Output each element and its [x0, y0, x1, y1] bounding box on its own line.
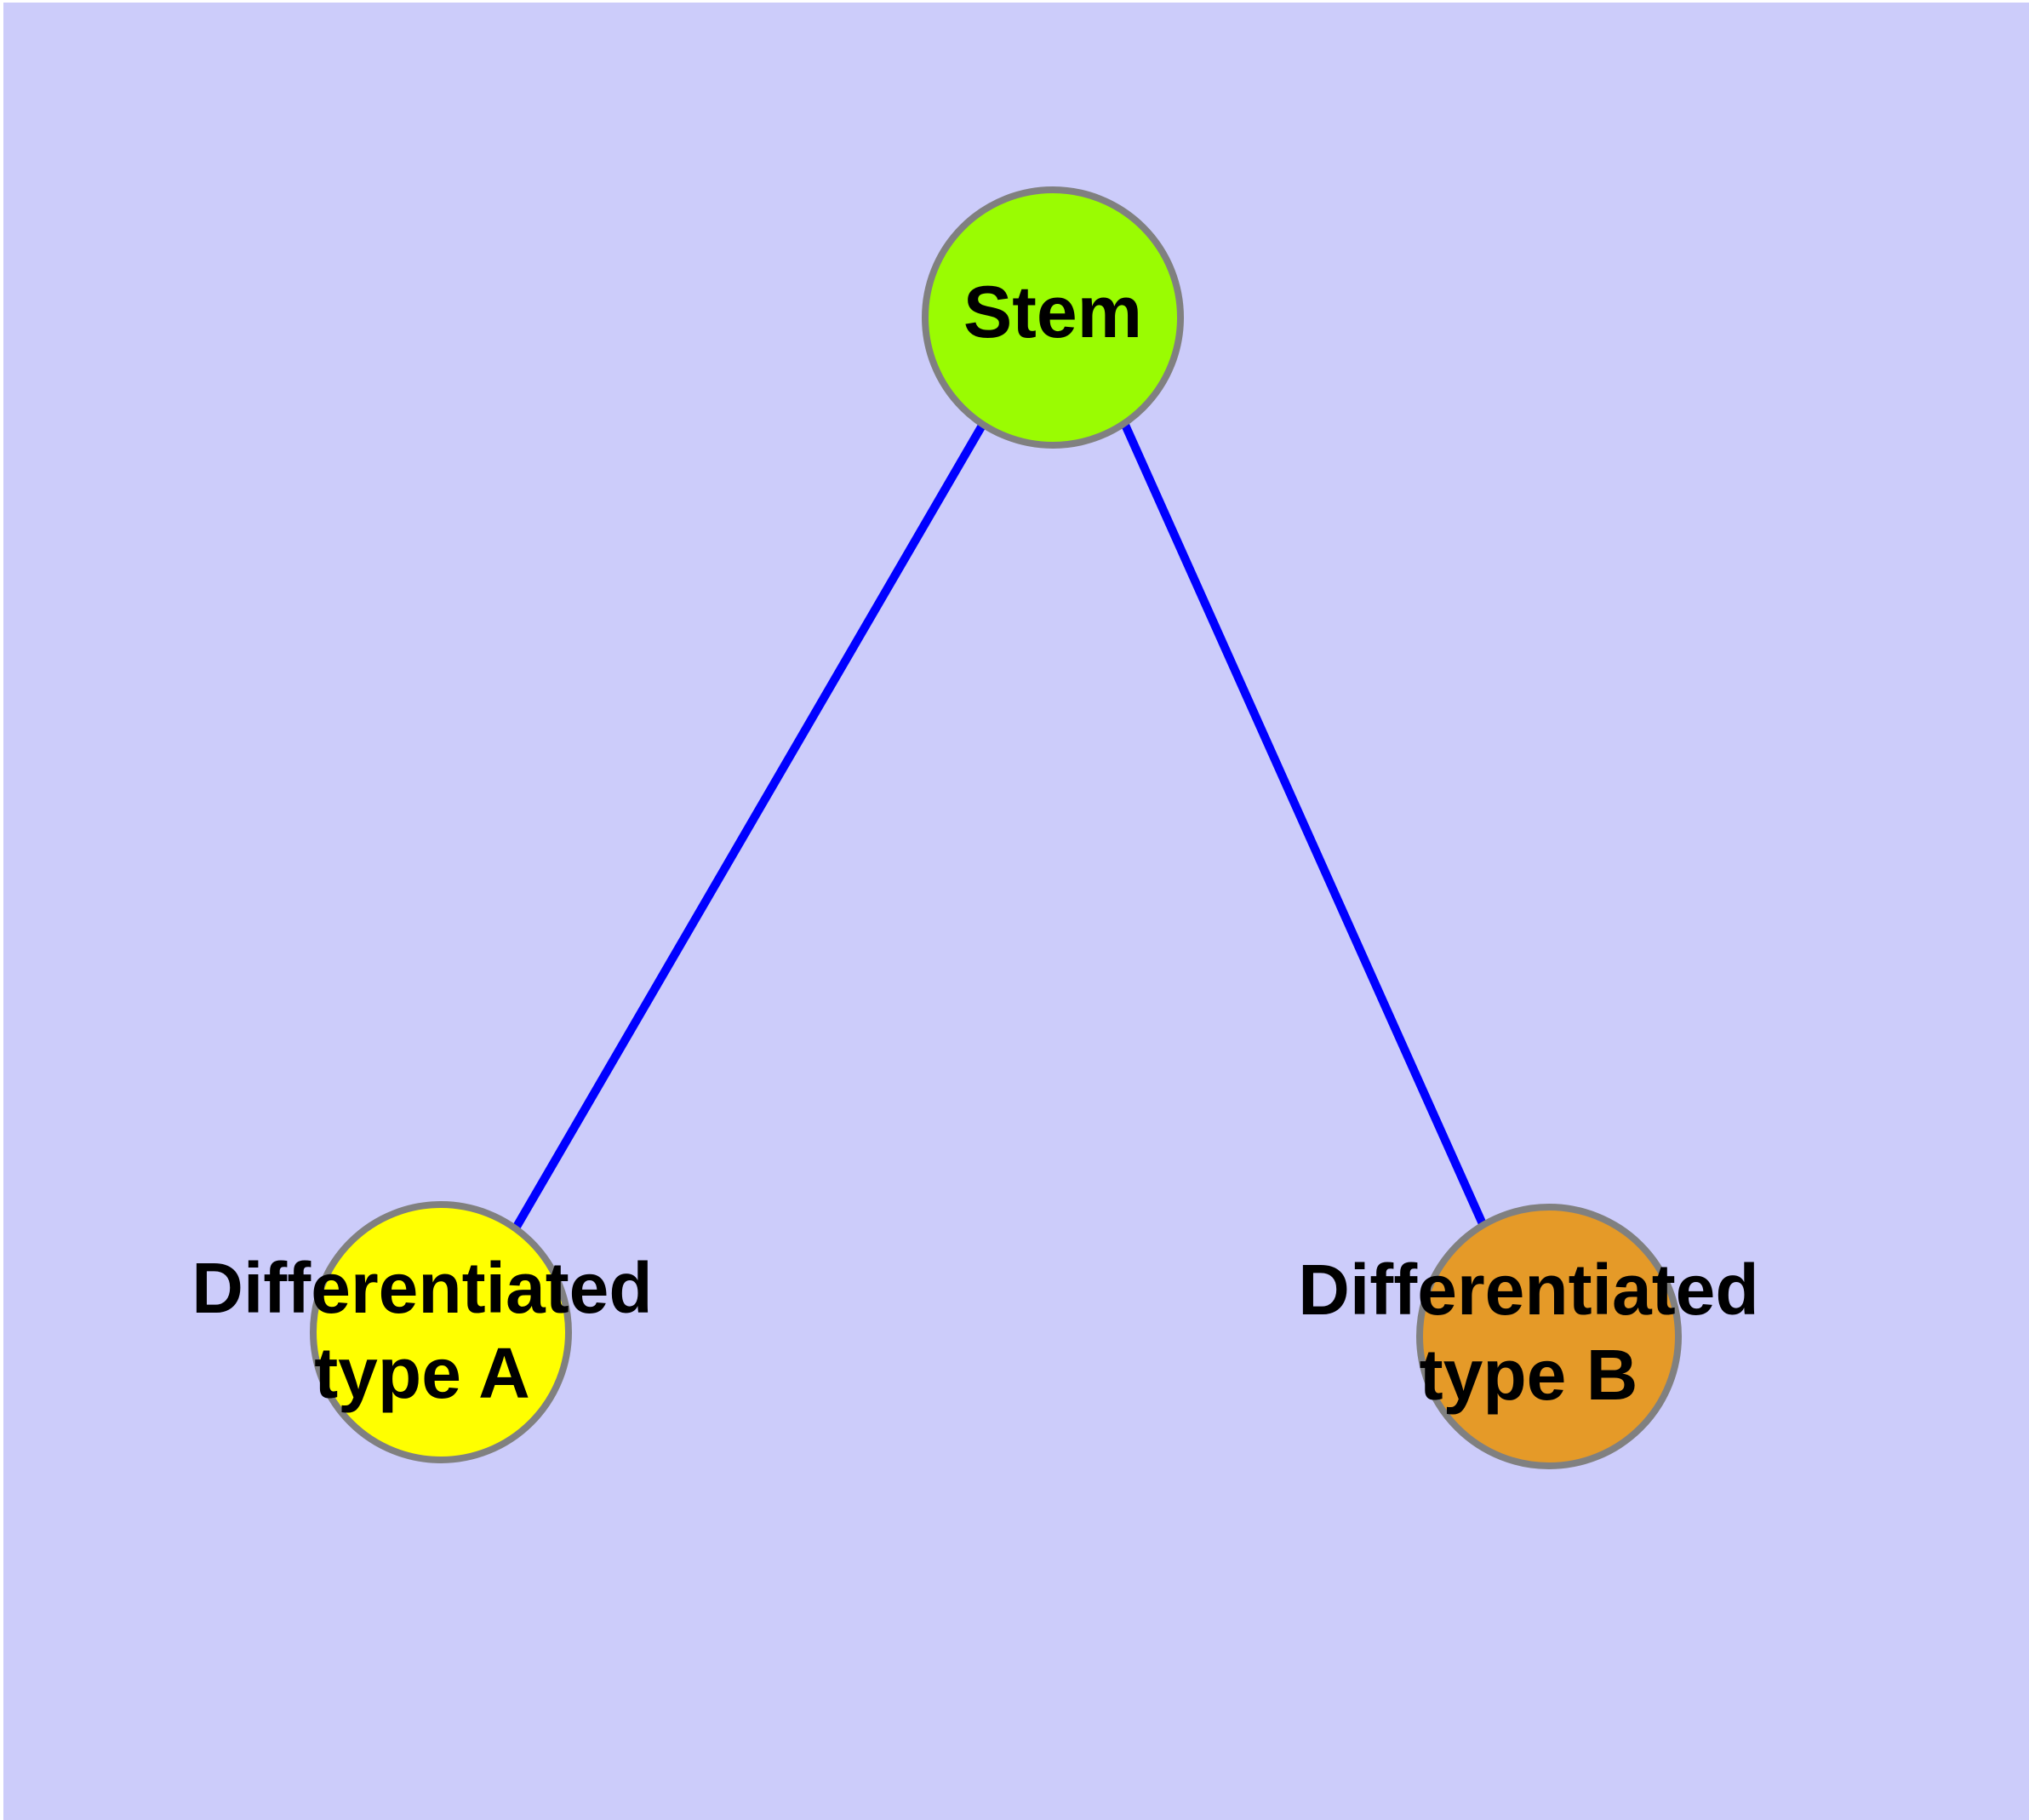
edges-group: [512, 421, 1488, 1229]
node-label-stem: Stem: [963, 272, 1142, 353]
node-label-line: Differentiated: [191, 1248, 652, 1328]
nodes-group: [310, 186, 1682, 1469]
node-label-line: Differentiated: [1298, 1250, 1758, 1330]
node-stem[interactable]: [925, 190, 1180, 445]
edge-stem-to-a[interactable]: [512, 421, 987, 1229]
node-label-line: type B: [1420, 1335, 1638, 1415]
node-circle-diff-type-a[interactable]: [310, 1201, 572, 1463]
node-label-line: type A: [314, 1333, 530, 1413]
node-circle-stem[interactable]: [922, 186, 1184, 449]
node-circle-diff-type-b[interactable]: [1416, 1204, 1682, 1469]
node-label-line: Stem: [963, 272, 1142, 353]
node-diff-type-a[interactable]: [313, 1205, 569, 1460]
edge-stem-to-b[interactable]: [1121, 422, 1488, 1228]
node-diff-type-b[interactable]: [1420, 1207, 1678, 1466]
